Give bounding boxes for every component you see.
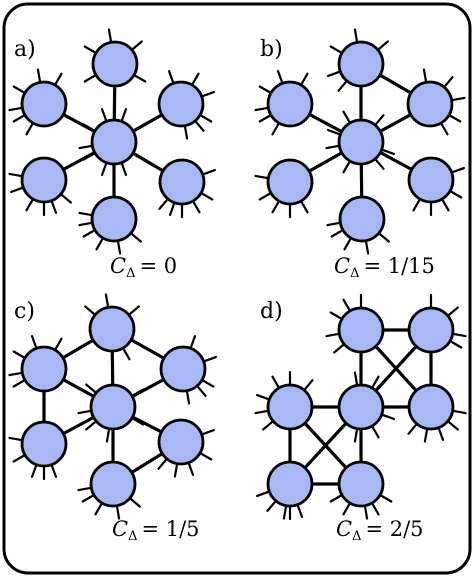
panel-b-caption-relation: = 1/15 [363,254,434,278]
panel-d-caption-symbol: C [336,517,352,541]
nodes-b [266,40,455,243]
panel-d-label: d) [260,299,283,324]
nodes-d [266,306,455,508]
node [266,80,314,128]
node [266,460,314,508]
panel-d-caption: CΔ = 2/5 [336,517,424,544]
panel-b: b) CΔ = 1/15 [254,28,466,281]
node [20,156,68,204]
panel-a: a) CΔ = 0 [8,28,216,281]
panel-c-caption-relation: = 1/5 [141,517,199,541]
panel-a-label: a) [14,37,36,62]
node [337,460,385,508]
network-c [8,293,217,520]
node [337,118,385,166]
node [407,306,455,354]
node [91,40,139,88]
panel-c-caption-symbol: C [112,517,128,541]
node [89,460,137,508]
nodes-a [20,40,206,243]
node [266,383,314,431]
node [337,306,385,354]
panel-c-label: c) [14,299,35,324]
node [337,383,385,431]
panel-d-caption-subscript: Δ [352,529,361,544]
node [157,418,205,466]
panel-c-caption-subscript: Δ [128,529,137,544]
panel-a-caption-relation: = 0 [139,254,177,278]
network-a [8,28,216,255]
panel-b-caption-subscript: Δ [350,266,359,281]
node [407,383,455,431]
node [20,420,68,468]
panel-c-caption: CΔ = 1/5 [112,517,200,544]
node [158,158,206,206]
node [157,80,205,128]
node [20,345,68,393]
panel-b-caption-symbol: C [334,254,350,278]
node [88,305,136,353]
panel-a-caption: CΔ = 0 [110,254,177,281]
node [337,40,385,88]
network-b [254,28,466,255]
node [90,195,138,243]
panel-d: d) CΔ = 2/5 [254,293,467,544]
nodes-c [20,305,207,508]
node [406,80,454,128]
panel-c: c) CΔ = 1/5 [8,293,217,544]
node [20,80,68,128]
node [159,345,207,393]
node [90,118,138,166]
node [407,156,455,204]
panel-b-caption: CΔ = 1/15 [334,254,435,281]
panel-a-caption-symbol: C [110,254,126,278]
network-d [254,293,467,521]
node [266,158,314,206]
node [338,195,386,243]
panel-b-label: b) [260,37,283,62]
panel-a-caption-subscript: Δ [126,266,135,281]
node [89,383,137,431]
panel-d-caption-relation: = 2/5 [365,517,423,541]
